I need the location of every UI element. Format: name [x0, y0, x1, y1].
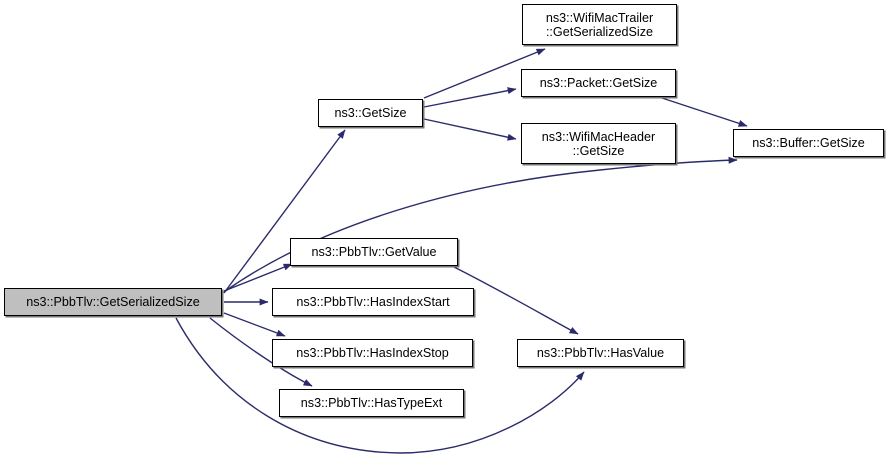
edge-getserializedsize-to-buffer-getsize	[223, 156, 738, 293]
node-packet-getsize[interactable]: ns3::Packet::GetSize	[521, 69, 676, 97]
edge-packet-getsize-to-buffer-getsize	[661, 97, 748, 127]
edge-getserializedsize-to-hastypeext	[209, 317, 313, 387]
node-pbbtlv-getserializedsize[interactable]: ns3::PbbTlv::GetSerializedSize	[4, 288, 222, 316]
node-ns3-getsize[interactable]: ns3::GetSize	[318, 99, 423, 127]
node-label: ns3::GetSize	[334, 106, 407, 120]
node-pbbtlv-hasindexstop[interactable]: ns3::PbbTlv::HasIndexStop	[272, 339, 473, 367]
node-wifimactrailer-getserializedsize[interactable]: ns3::WifiMacTrailer ::GetSerializedSize	[522, 4, 677, 45]
node-label: ns3::PbbTlv::GetSerializedSize	[26, 295, 200, 309]
node-label: ns3::PbbTlv::GetValue	[311, 245, 437, 259]
node-label: ns3::Buffer::GetSize	[752, 136, 865, 150]
edge-getserializedsize-to-getsize	[223, 129, 346, 294]
node-pbbtlv-hasvalue[interactable]: ns3::PbbTlv::HasValue	[517, 339, 684, 367]
node-pbbtlv-hastypeext[interactable]: ns3::PbbTlv::HasTypeExt	[279, 389, 464, 417]
node-label: ns3::WifiMacTrailer ::GetSerializedSize	[545, 10, 654, 39]
node-label: ns3::PbbTlv::HasIndexStop	[296, 346, 449, 360]
edge-getvalue-to-hasvalue	[451, 265, 579, 335]
node-pbbtlv-getvalue[interactable]: ns3::PbbTlv::GetValue	[290, 238, 458, 266]
node-wifimacheader-getsize[interactable]: ns3::WifiMacHeader ::GetSize	[521, 123, 676, 164]
node-label: ns3::PbbTlv::HasTypeExt	[300, 396, 443, 410]
edge-getserializedsize-to-hasindexstop	[223, 312, 286, 337]
node-buffer-getsize[interactable]: ns3::Buffer::GetSize	[733, 129, 884, 157]
node-label: ns3::WifiMacHeader ::GetSize	[541, 129, 656, 158]
node-pbbtlv-hasindexstart[interactable]: ns3::PbbTlv::HasIndexStart	[272, 288, 474, 316]
node-label: ns3::PbbTlv::HasIndexStart	[296, 295, 450, 309]
node-label: ns3::Packet::GetSize	[539, 76, 658, 90]
node-label: ns3::PbbTlv::HasValue	[536, 346, 665, 360]
edge-getserializedsize-to-hasvalue	[175, 317, 585, 454]
edge-getsize-to-wifimactrailer	[423, 48, 546, 99]
edge-getsize-to-packet-getsize	[423, 87, 517, 108]
edge-getsize-to-wifimacheader	[423, 118, 517, 141]
edge-getserializedsize-to-getvalue	[223, 263, 293, 292]
